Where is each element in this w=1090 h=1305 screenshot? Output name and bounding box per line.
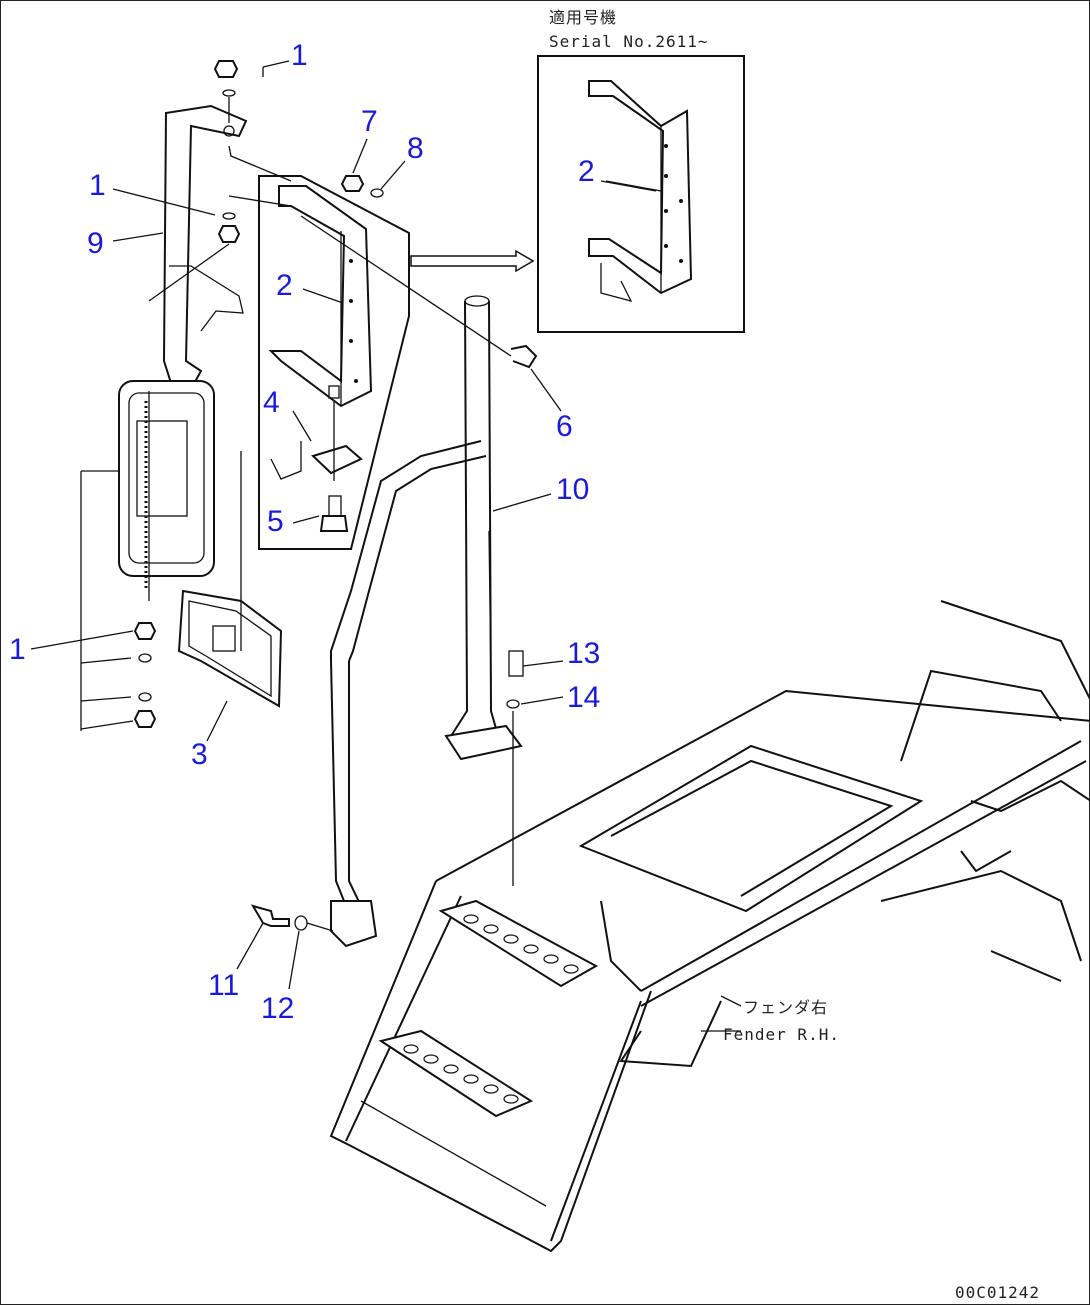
- callout-6: 6: [556, 410, 573, 443]
- callout-4: 4: [263, 386, 280, 419]
- pole-10: [444, 295, 523, 761]
- callout-3: 3: [191, 738, 208, 771]
- fender-jp-label: フェンダ右: [743, 998, 828, 1017]
- u-bolt-6: [510, 344, 538, 369]
- washer-14: [506, 699, 520, 709]
- leader-lines: [30, 60, 742, 1007]
- callout-2-inset: 2: [578, 155, 595, 188]
- step-ladder: [329, 880, 652, 1253]
- bolt-13: [508, 650, 524, 677]
- callout-2-main: 2: [276, 269, 293, 302]
- washer-12: [294, 915, 308, 931]
- callout-10: 10: [556, 473, 589, 506]
- callout-7: 7: [361, 105, 378, 138]
- inset-panel: 適用号機 Serial No.2611~: [537, 8, 745, 333]
- bracket-panel-group: [258, 175, 410, 550]
- arrow-to-inset: [410, 249, 535, 273]
- callout-8: 8: [407, 132, 424, 165]
- fender-en-label: Fender R.H.: [723, 1025, 840, 1044]
- fender-frame: [435, 600, 1089, 1068]
- callout-12: 12: [261, 992, 294, 1025]
- callout-1-mid: 1: [89, 169, 106, 202]
- callout-9: 9: [87, 227, 104, 260]
- inset-jp-label: 適用号機: [549, 8, 617, 27]
- callout-13: 13: [567, 637, 600, 670]
- callout-11: 11: [208, 969, 239, 1002]
- handrail: [330, 440, 487, 662]
- inset-serial-label: Serial No.2611~: [549, 32, 709, 51]
- bracket-9: [162, 104, 248, 391]
- callout-1-left: 1: [9, 633, 26, 666]
- bolt-11: [250, 904, 290, 927]
- callout-1-top: 1: [291, 39, 308, 72]
- drawing-code: 00C01242: [955, 1283, 1040, 1302]
- mirror-assembly: [80, 60, 384, 731]
- callout-5: 5: [267, 505, 284, 538]
- callout-14: 14: [567, 681, 600, 714]
